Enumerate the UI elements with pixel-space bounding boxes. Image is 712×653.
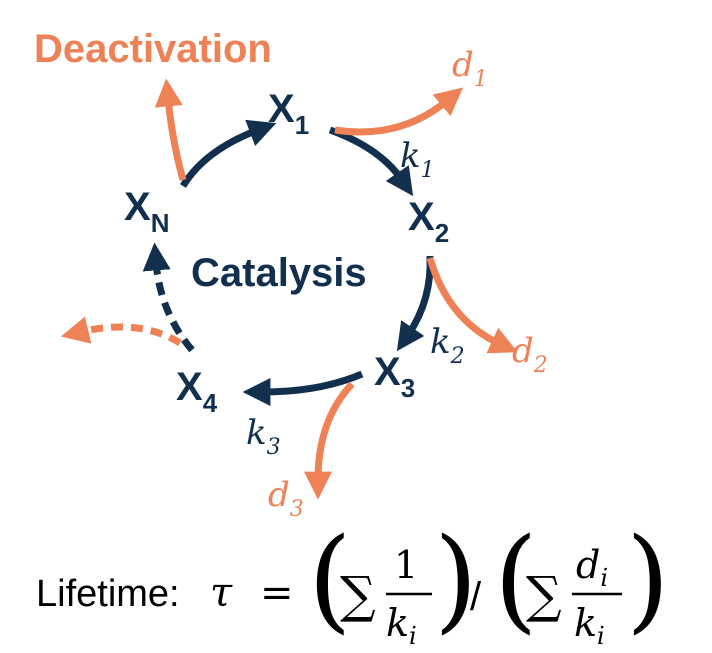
node-x3: X3 <box>374 350 415 403</box>
rate-d3: d3 <box>268 475 304 522</box>
arrow-x3-to-x4 <box>242 370 364 406</box>
formula-num-2: di <box>576 543 608 592</box>
deactivation-arrow-d2 <box>426 257 518 354</box>
formula-sigma-1: ∑ <box>340 566 376 624</box>
arrow-x1-to-x2 <box>328 126 414 197</box>
arrow-x4-to-xn-dashed <box>142 242 195 353</box>
formula-rparen-2: ) <box>626 515 670 645</box>
rate-d1: d1 <box>452 45 488 92</box>
deactivation-arrow-d1 <box>334 87 464 136</box>
deactivation-title: Deactivation <box>34 27 272 71</box>
formula-rparen-1: ) <box>434 515 478 645</box>
rate-k2: k2 <box>430 322 465 369</box>
arrow-xn-to-x1 <box>180 119 277 188</box>
formula-slash: / <box>470 575 482 619</box>
formula-num-1: 1 <box>394 543 418 587</box>
formula-lparen-1: ( <box>308 515 352 645</box>
arrow-x2-to-x3 <box>396 255 434 352</box>
formula-tau: τ <box>210 570 233 616</box>
node-x4: X4 <box>176 365 218 418</box>
deactivation-arrow-d3 <box>304 381 355 500</box>
catalysis-label: Catalysis <box>191 251 367 295</box>
rate-k1: k1 <box>400 136 435 183</box>
node-xn: XN <box>124 185 169 238</box>
node-x2: X2 <box>408 195 449 248</box>
formula-lparen-2: ( <box>494 515 538 645</box>
formula-label: Lifetime: <box>36 573 180 615</box>
node-x1: X1 <box>268 87 309 140</box>
lifetime-formula: Lifetime: τ = ( ∑ 1 ki ) / ( ∑ di ki ) <box>36 515 670 650</box>
formula-den-2: ki <box>574 601 605 650</box>
formula-equals: = <box>260 570 294 616</box>
deactivation-arrow-left-dashed <box>60 316 182 346</box>
formula-sigma-2: ∑ <box>526 566 562 624</box>
rate-d2: d2 <box>512 331 548 378</box>
rate-k3: k3 <box>246 413 281 460</box>
formula-den-1: ki <box>386 601 417 650</box>
deactivation-arrow-top <box>154 78 187 181</box>
